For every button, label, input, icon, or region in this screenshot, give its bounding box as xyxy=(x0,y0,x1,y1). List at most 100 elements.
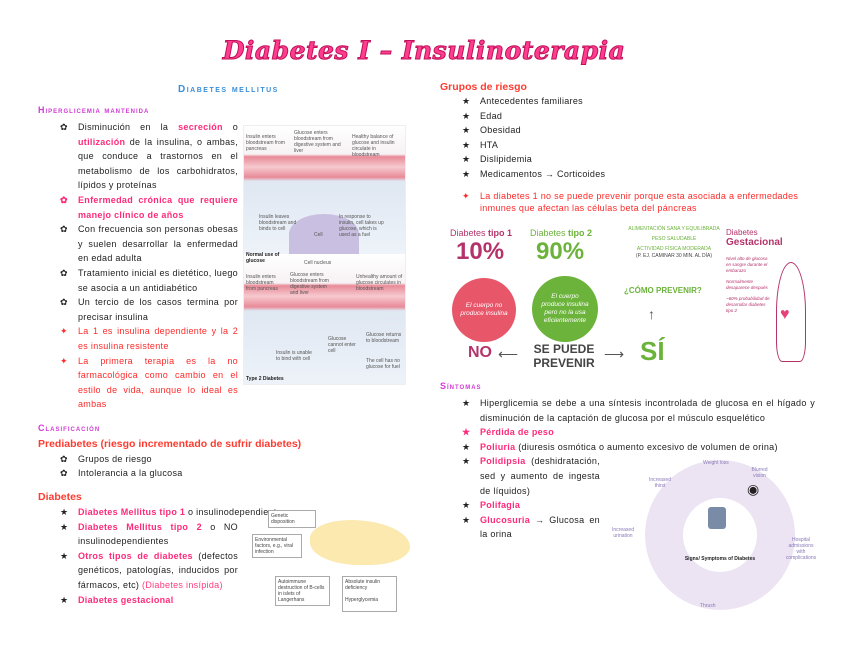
figure-label: Insulin enters bloodstream from pancreas xyxy=(246,134,285,152)
list-item: ★ HTA xyxy=(440,138,820,153)
section-title: Diabetes mellitus xyxy=(178,84,279,95)
star-bullet-icon: ★ xyxy=(462,125,471,136)
gestational-title: Diabetes xyxy=(726,228,758,237)
glucometer-icon xyxy=(708,507,726,529)
type1-label: Diabetes tipo 1 xyxy=(450,228,512,238)
text: Obesidad xyxy=(480,125,521,136)
list-item: ✿Grupos de riesgo xyxy=(38,452,238,467)
text: ~60% probabilidad de desarrollar diabete… xyxy=(726,296,770,313)
figure-label: Normal use of glucose xyxy=(246,252,280,264)
star-bullet-icon: ★ xyxy=(462,441,471,452)
eye-icon: ◉ xyxy=(747,481,760,497)
flower-bullet-icon: ✿ xyxy=(60,194,68,205)
star-bullet-icon: ★ xyxy=(462,139,471,150)
text: tipo 2 xyxy=(568,228,593,238)
flower-bullet-icon: ✿ xyxy=(60,297,68,308)
figure-label: Genetic disposition xyxy=(268,510,316,528)
arrow-left-icon: ⟵ xyxy=(498,346,519,362)
keyword: Diabetes Mellitus tipo 1 xyxy=(78,507,186,518)
list-item: ★ Diabetes Mellitus tipo 1 o insulinodepe… xyxy=(38,505,282,520)
figure-label: Healthy balance of glucose and insulin c… xyxy=(352,134,395,158)
text: Con frecuencia son personas obesas y sue… xyxy=(78,224,238,264)
keyword: Poliuria xyxy=(480,441,516,452)
note-item: ✦La diabetes 1 no se puede prevenir porq… xyxy=(440,190,815,214)
figure-label: In response to insulin, cell takes up gl… xyxy=(339,214,384,238)
figure-label: Glucose cannot enter cell xyxy=(328,336,356,354)
note-item: ✦La primera terapia es la no farmacológi… xyxy=(38,354,238,412)
text: Un tercio de los casos termina por preci… xyxy=(78,297,238,322)
keyword: Otros tipos de diabetes xyxy=(78,550,193,561)
keyword: secreción xyxy=(178,122,223,132)
glucose-metabolism-figure: Insulin enters bloodstream from pancreas… xyxy=(243,125,406,385)
text: HTA xyxy=(480,139,499,150)
list-item: ★Polidipsia (deshidratación, sed y aumen… xyxy=(440,454,600,498)
symptoms-wheel-figure: Signs/ Symptoms of Diabetes Weight loss … xyxy=(605,455,817,610)
text: Hiperglicemia se debe a una síntesis inc… xyxy=(480,398,815,423)
wheel-label: Thrush xyxy=(700,603,716,609)
list-item: ★Glucosuria → Glucosa en la orina xyxy=(440,513,600,542)
figure-label: Hyperglycemia xyxy=(345,597,379,603)
keyword: Diabetes gestacional xyxy=(78,594,174,605)
list-item: ✿Tratamiento inicial es dietético, luego… xyxy=(38,266,238,295)
text: Antecedentes familiares xyxy=(480,96,583,106)
list-item: ✿ Con frecuencia son personas obesas y su… xyxy=(38,222,238,266)
type1-pathogenesis-figure: Genetic disposition Environmental factor… xyxy=(250,500,410,612)
text: o insulinodependiente xyxy=(185,507,282,518)
keyword: Glucosuria xyxy=(480,514,531,525)
note-item: ✦La 1 es insulina dependiente y la 2 es … xyxy=(38,324,238,353)
prediabetes-list: ✿Grupos de riesgo ✿Intolerancia a la glu… xyxy=(38,452,238,481)
tip: PESO SALUDABLE xyxy=(651,236,697,242)
star-bullet-icon: ★ xyxy=(462,96,471,106)
list-item: ✿Enfermedad crónica que requiere manejo … xyxy=(38,193,238,222)
flower-bullet-icon: ✿ xyxy=(60,468,68,479)
diabetes-list: ★ Diabetes Mellitus tipo 1 o insulinodepe… xyxy=(38,505,282,608)
keyword: Polifagia xyxy=(480,500,521,511)
text: Edad xyxy=(480,110,503,121)
figure-label: Autoimmune destruction of B-cells in isl… xyxy=(275,576,330,606)
type2-circle: El cuerpo produce insulina pero no la us… xyxy=(532,276,598,342)
figure-label: Insulin is unable to bind with cell xyxy=(276,350,312,362)
keyword: Polidipsia xyxy=(480,456,526,467)
prevention-infographic: Diabetes tipo 1 10% El cuerpo no produce… xyxy=(442,222,817,374)
wheel-label: Increased urination xyxy=(612,527,634,539)
star-bullet-icon: ★ xyxy=(462,500,471,511)
text: Nivel alto de glucosa en sangre durante … xyxy=(726,256,768,273)
arrow-up-icon: ↑ xyxy=(648,306,655,322)
type2-percent: 90% xyxy=(536,238,585,265)
keyword: Pérdida de peso xyxy=(480,427,555,438)
list-item: ★ Diabetes gestacional xyxy=(38,593,238,608)
text: (defectos genéticos, patologías, inducid… xyxy=(78,550,239,591)
list-item: ★Dislipidemia xyxy=(440,152,820,167)
star-bullet-icon: ★ xyxy=(60,594,69,605)
text: La 1 es insulina dependiente y la 2 es i… xyxy=(78,326,238,351)
type1-circle: El cuerpo no produce insulina xyxy=(452,278,516,342)
list-item: ★Edad xyxy=(440,109,820,124)
figure-label: Environmental factors, e.g., viral infec… xyxy=(252,534,302,558)
star-bullet-icon: ★ xyxy=(462,427,471,438)
star-bullet-icon: ★ xyxy=(462,456,471,467)
type1-percent: 10% xyxy=(456,238,505,265)
text: de la insulina, o ambas, que conduce a t… xyxy=(78,136,238,191)
risk-note: ✦La diabetes 1 no se puede prevenir porq… xyxy=(440,190,815,214)
figure-label: Cell nucleus xyxy=(304,260,332,266)
prevention-tips: ALIMENTACIÓN SANA Y EQUILIBRADA PESO SAL… xyxy=(624,226,724,260)
list-item: ✿Disminución en la secreción o utilizaci… xyxy=(38,120,238,193)
risk-groups-heading: Grupos de riesgo xyxy=(440,81,527,93)
flower-bullet-icon: ✿ xyxy=(60,224,68,235)
plus-bullet-icon: ✦ xyxy=(60,355,68,366)
symptoms-section: Síntomas ★Hiperglicemia se debe a una sí… xyxy=(440,380,815,542)
star-bullet-icon: ★ xyxy=(60,507,69,518)
wheel-label: Blurred vision xyxy=(751,467,768,479)
text: Medicamentos → Corticoides xyxy=(480,168,606,179)
prediabetes-heading: Prediabetes (riesgo incrementado de sufr… xyxy=(38,437,302,450)
list-item: ★ Pérdida de peso xyxy=(440,425,815,440)
text: (diuresis osmótica o aumento excesivo de… xyxy=(515,441,778,452)
figure-label: Insulin leaves bloodstream and binds to … xyxy=(259,214,297,232)
diabetes-heading: Diabetes xyxy=(38,491,82,504)
pregnant-woman-icon xyxy=(776,262,806,362)
text: Tratamiento inicial es dietético, luego … xyxy=(78,267,238,293)
figure-label: Unhealthy amount of glucose circulates i… xyxy=(356,274,403,292)
list-item: ✿Intolerancia a la glucosa xyxy=(38,466,238,481)
text: Normalmente desaparece después xyxy=(726,279,768,290)
gestational-text: Nivel alto de glucosa en sangre durante … xyxy=(726,256,770,314)
